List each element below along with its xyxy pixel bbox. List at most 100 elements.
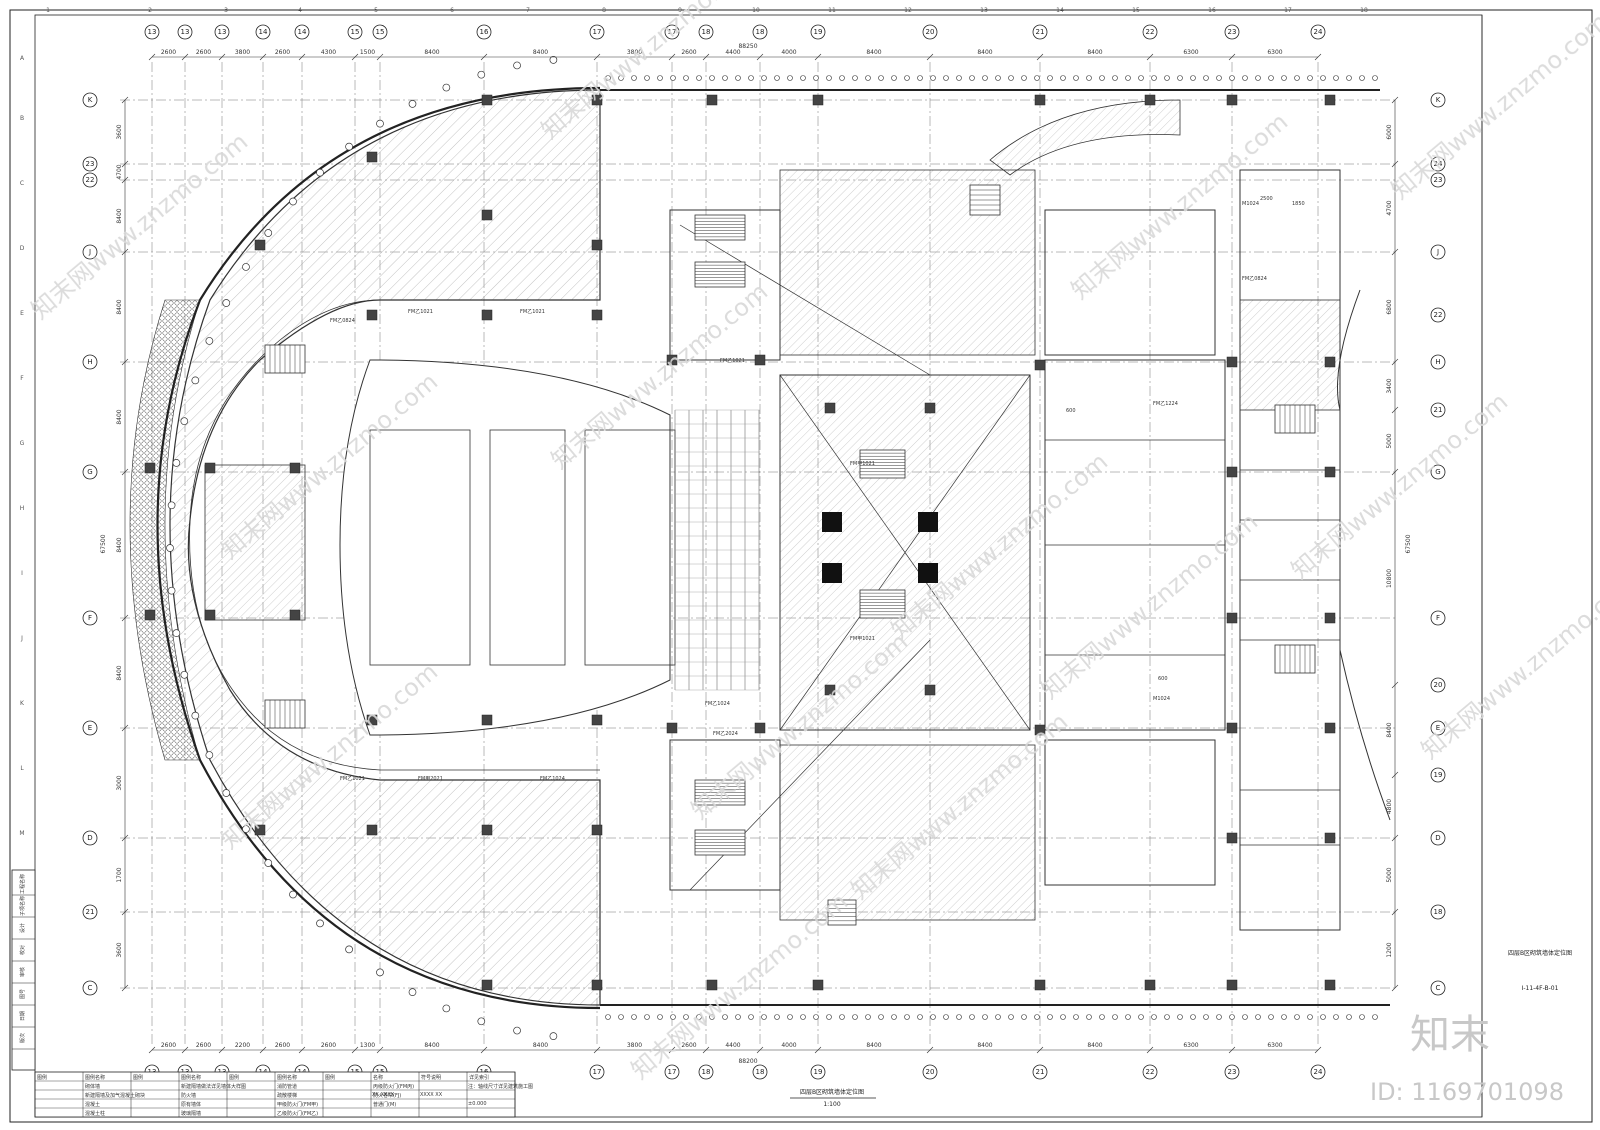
dimension-tick bbox=[181, 1046, 189, 1054]
grid-axis-bubble: 21 bbox=[1430, 402, 1446, 418]
stair-core-sw bbox=[669, 739, 781, 891]
dimension-tick bbox=[218, 1046, 226, 1054]
planter bbox=[631, 1014, 637, 1020]
door-label: FM乙0824 bbox=[330, 317, 355, 324]
edge-number: 5 bbox=[374, 7, 378, 14]
planter bbox=[826, 1014, 832, 1020]
planter bbox=[1242, 1014, 1248, 1020]
planter bbox=[891, 75, 897, 81]
grid-axis-bubble: 24 bbox=[1310, 24, 1326, 40]
grid-axis-label: 18 bbox=[702, 28, 711, 36]
grid-axis-bubble: J bbox=[1430, 244, 1446, 260]
dimension-value: 8400 bbox=[116, 665, 123, 680]
drawing-title-text: 四层B区砌筑墙体定位图 bbox=[800, 1088, 864, 1096]
grid-axis-label: 14 bbox=[298, 28, 307, 36]
column bbox=[591, 94, 603, 106]
planter bbox=[242, 825, 250, 833]
column bbox=[1324, 466, 1336, 478]
planter bbox=[172, 459, 181, 467]
dimension-value: 1300 bbox=[360, 1042, 375, 1049]
planter bbox=[1294, 75, 1300, 81]
stair-flight bbox=[859, 449, 906, 479]
dimension-value: 8400 bbox=[116, 537, 123, 552]
column bbox=[254, 239, 266, 251]
planter bbox=[1281, 1014, 1287, 1020]
planter bbox=[1151, 1014, 1157, 1020]
dimension-value: 2600 bbox=[196, 49, 211, 56]
door-label: FM乙1021 bbox=[340, 775, 365, 782]
large-column bbox=[918, 563, 938, 583]
column bbox=[204, 609, 216, 621]
total-dimension: 67500 bbox=[100, 534, 107, 553]
stage-grid bbox=[674, 409, 760, 691]
dimension-value: 8400 bbox=[116, 208, 123, 223]
planter bbox=[995, 1014, 1001, 1020]
dimension-value: 8400 bbox=[533, 1042, 548, 1049]
planter bbox=[943, 75, 949, 81]
column bbox=[144, 462, 156, 474]
stairs bbox=[264, 184, 1316, 926]
dimension-value: 2200 bbox=[235, 1042, 250, 1049]
edge-letter: H bbox=[20, 505, 25, 512]
column bbox=[1324, 722, 1336, 734]
room-dimension: 1850 bbox=[1292, 201, 1305, 207]
column bbox=[666, 354, 678, 366]
sheet-number: I-11-4F-B-01 bbox=[1522, 985, 1559, 992]
planter bbox=[1333, 1014, 1339, 1020]
legend-header: 图例 bbox=[325, 1074, 335, 1081]
legend-header: 详见索引 bbox=[469, 1074, 489, 1081]
planter bbox=[852, 75, 858, 81]
grid-axis-label: 19 bbox=[814, 1068, 823, 1076]
edge-number: 16 bbox=[1208, 7, 1216, 14]
grid-axis-label: 15 bbox=[351, 28, 360, 36]
seating-block-center bbox=[489, 429, 566, 666]
far-right-core bbox=[1239, 169, 1341, 931]
total-dimension: 88250 bbox=[738, 43, 757, 50]
planter bbox=[605, 75, 611, 81]
planter bbox=[1008, 1014, 1014, 1020]
dimension-value: 3000 bbox=[116, 775, 123, 790]
column bbox=[289, 609, 301, 621]
planter bbox=[1151, 75, 1157, 81]
dimension-tick bbox=[259, 1046, 267, 1054]
dimension-value: 8400 bbox=[977, 1042, 992, 1049]
column bbox=[666, 722, 678, 734]
edge-letter: K bbox=[20, 700, 25, 707]
dimension-value: 3600 bbox=[116, 124, 123, 139]
title-block-row: 工程名称 bbox=[19, 874, 26, 894]
planter bbox=[631, 75, 637, 81]
planter bbox=[813, 75, 819, 81]
planter bbox=[930, 1014, 936, 1020]
dimension-value: 8400 bbox=[1087, 1042, 1102, 1049]
grid-axis-label: C bbox=[88, 984, 93, 992]
edge-number: 2 bbox=[148, 7, 152, 14]
title-block-row: 审核 bbox=[19, 967, 26, 977]
grid-axis-bubble: 22 bbox=[1142, 24, 1158, 40]
grid-axis-label: 23 bbox=[1228, 1068, 1237, 1076]
title-block-row: 设计 bbox=[19, 923, 26, 933]
dimension-value: 6300 bbox=[1183, 49, 1198, 56]
grid-axis-bubble: 22 bbox=[1142, 1064, 1158, 1080]
planter bbox=[1190, 1014, 1196, 1020]
dimension-value: 2600 bbox=[321, 1042, 336, 1049]
grid-axis-bubble: 13 bbox=[144, 24, 160, 40]
legend-header: 图例名称 bbox=[277, 1074, 297, 1081]
dimension-tick bbox=[121, 468, 129, 476]
dimension-tick bbox=[1391, 468, 1399, 476]
curved-corridor-hatch bbox=[169, 89, 601, 1006]
grid-axis-label: H bbox=[1435, 358, 1440, 366]
planter bbox=[1320, 75, 1326, 81]
ne-ramp bbox=[989, 99, 1181, 176]
column bbox=[1144, 979, 1156, 991]
grid-axis-bubble: K bbox=[1430, 92, 1446, 108]
title-block-row: 子项名称 bbox=[19, 896, 26, 916]
planter bbox=[748, 75, 754, 81]
edge-letter: D bbox=[20, 245, 25, 252]
right-service-hatch bbox=[1239, 299, 1341, 411]
column bbox=[254, 824, 266, 836]
edge-letter: A bbox=[20, 55, 25, 62]
planter bbox=[1255, 1014, 1261, 1020]
stair-flight bbox=[969, 184, 1001, 216]
planter bbox=[774, 75, 780, 81]
